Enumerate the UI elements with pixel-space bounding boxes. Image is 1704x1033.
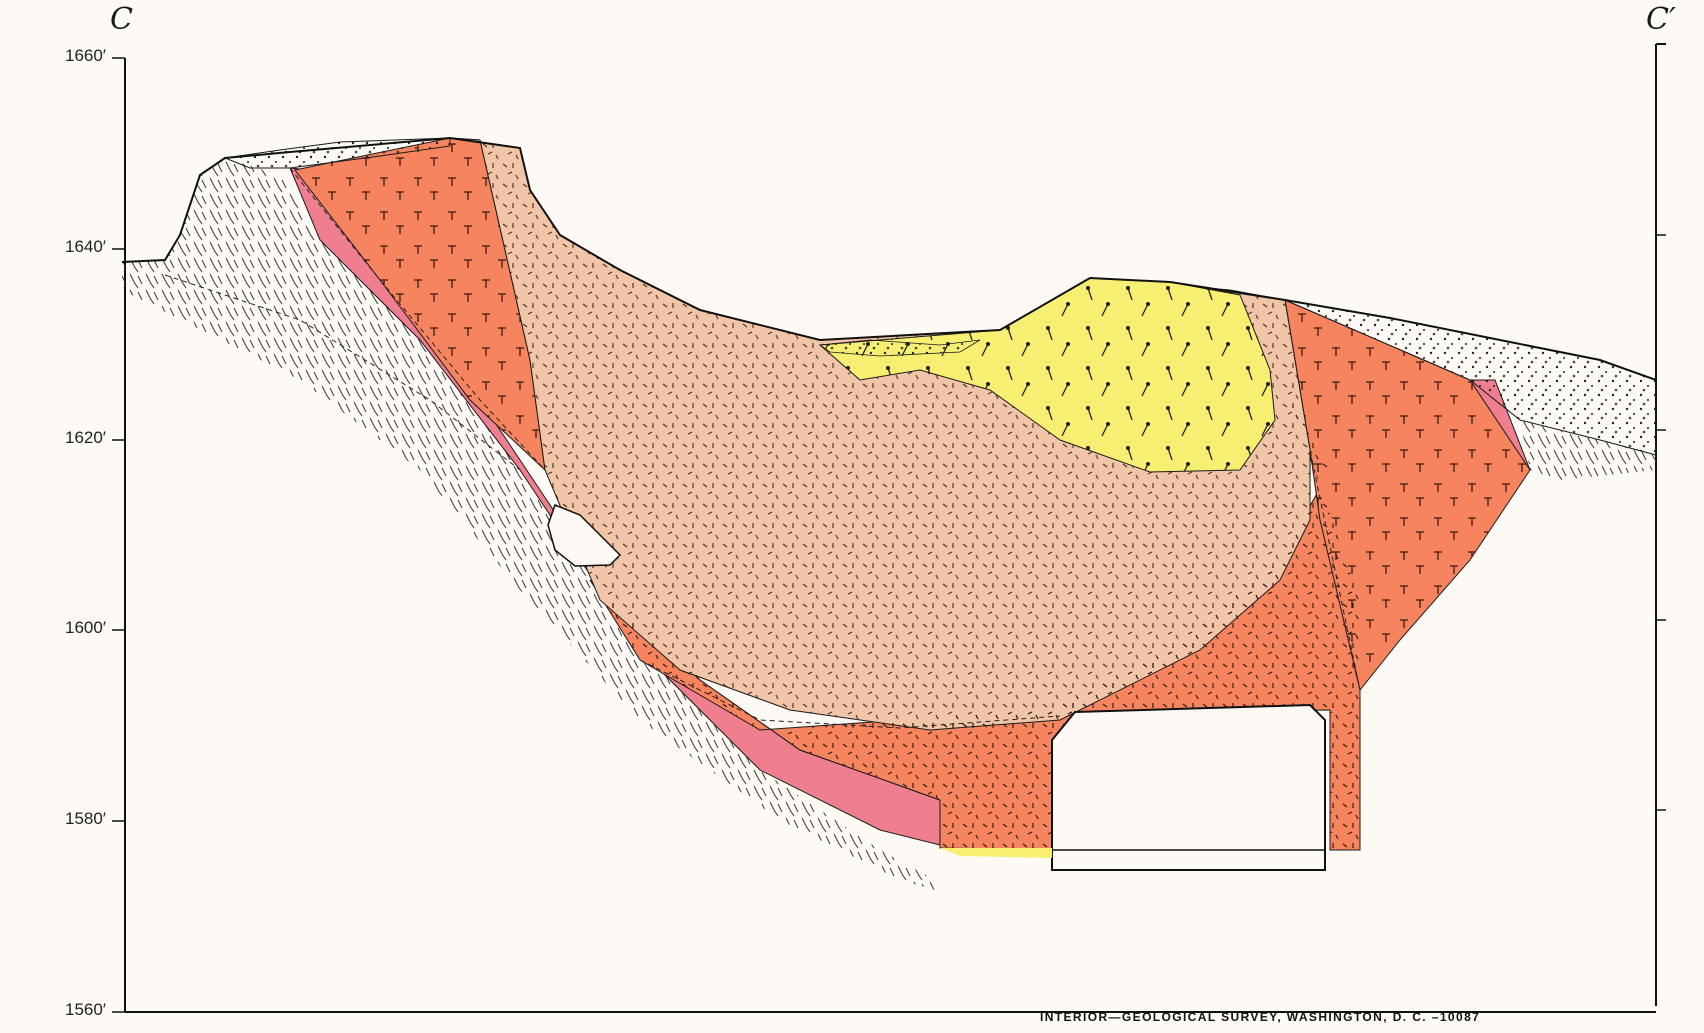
publisher-credit: INTERIOR—GEOLOGICAL SURVEY, WASHINGTON, … (1040, 1010, 1480, 1024)
section-label-right: C′ (1646, 2, 1676, 37)
unit-yellow-base (940, 848, 1052, 858)
elevation-label-1600: 1600′ (0, 618, 106, 638)
elevation-label-1580: 1580′ (0, 809, 106, 829)
section-label-left: C (110, 2, 133, 37)
elevation-label-1560: 1560′ (0, 1000, 106, 1020)
elevation-label-1620: 1620′ (0, 428, 106, 448)
elevation-label-1660: 1660′ (0, 46, 106, 66)
elevation-label-1640: 1640′ (0, 237, 106, 257)
mine-opening (1052, 705, 1325, 870)
